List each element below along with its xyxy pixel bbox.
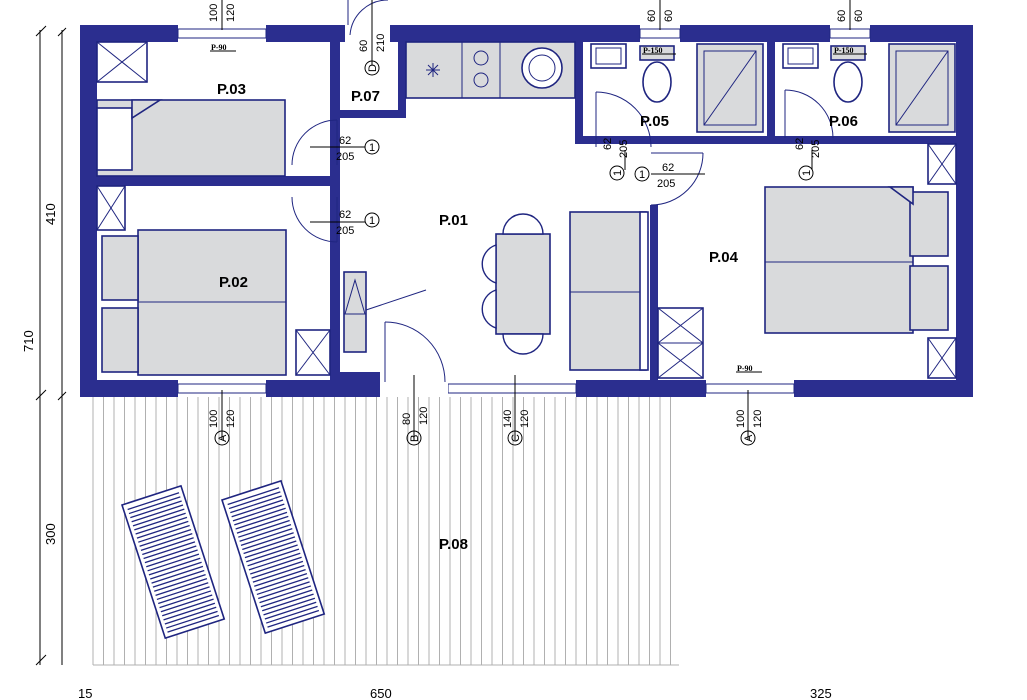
bot-c-height: 120 (519, 410, 531, 428)
room-label-p04: P.04 (709, 249, 739, 266)
door3-width: 62 (602, 138, 614, 150)
bed-p04 (764, 186, 949, 334)
water-heater (343, 271, 427, 353)
dim-710: 710 (21, 330, 36, 352)
bed-p03 (96, 99, 286, 177)
room-label-p05: P.05 (640, 113, 669, 130)
room-label-p01: P.01 (439, 212, 468, 229)
bed-p02 (101, 229, 287, 376)
window-tags: P-90 P-150 P-150 P-90 (210, 43, 867, 373)
door-d-height: 210 (375, 34, 387, 52)
bot-a2-height: 120 (752, 410, 764, 428)
marker-1a: 1 (369, 142, 375, 154)
markers: A B C A D 1 1 1 1 1 (214, 60, 814, 446)
marker-d: D (367, 64, 379, 72)
door-d-width: 60 (358, 40, 370, 52)
sun-lounger-1 (120, 484, 226, 640)
wardrobes (96, 41, 957, 379)
dim-650: 650 (370, 686, 392, 700)
marker-c: C (510, 434, 522, 442)
bot-b-width: 80 (401, 413, 413, 425)
door5-height: 205 (810, 140, 822, 158)
dim-410: 410 (43, 203, 58, 225)
top-window-width: 100 (208, 4, 220, 22)
marker-a-left: A (217, 434, 229, 442)
top-window-height: 120 (225, 4, 237, 22)
dining-table (481, 213, 551, 355)
room-label-p08: P.08 (439, 536, 468, 553)
door1-height: 205 (336, 151, 354, 163)
interior-walls (97, 42, 956, 380)
sofa (569, 211, 649, 371)
dim-300: 300 (43, 523, 58, 545)
door5-width: 62 (794, 138, 806, 150)
marker-b: B (409, 435, 421, 442)
room-label-p06: P.06 (829, 113, 858, 130)
dim-325: 325 (810, 686, 832, 700)
bath2-height: 60 (853, 10, 865, 22)
door2-width: 62 (339, 209, 351, 221)
bot-a-height: 120 (225, 410, 237, 428)
room-label-p07: P.07 (351, 88, 380, 105)
bot-a-width: 100 (208, 410, 220, 428)
dim-15: 15 (78, 686, 92, 700)
marker-1b: 1 (369, 215, 375, 227)
tag-bath2: P-150 (834, 46, 854, 55)
doors (291, 0, 834, 383)
bath1-width: 60 (646, 10, 658, 22)
door1-width: 62 (339, 135, 351, 147)
bot-a2-width: 100 (735, 410, 747, 428)
room-labels: P.01 P.02 P.03 P.04 P.05 P.06 P.07 P.08 (217, 81, 858, 553)
marker-1e: 1 (801, 170, 813, 176)
tag-bath1: P-150 (643, 46, 663, 55)
room-label-p03: P.03 (217, 81, 246, 98)
tag-bottom-right: P-90 (737, 364, 753, 373)
room-label-p02: P.02 (219, 274, 248, 291)
marker-1c: 1 (612, 170, 624, 176)
tag-top-left: P-90 (211, 43, 227, 52)
sun-lounger-2 (220, 479, 326, 635)
bath1-height: 60 (663, 10, 675, 22)
door2-height: 205 (336, 225, 354, 237)
bot-c-width: 140 (502, 410, 514, 428)
door4-height: 205 (657, 178, 675, 190)
star-icon (426, 63, 440, 77)
marker-a-right: A (743, 434, 755, 442)
door3-height: 205 (618, 140, 630, 158)
bath-fixtures (590, 43, 956, 133)
bath2-width: 60 (836, 10, 848, 22)
marker-1d: 1 (639, 169, 645, 181)
bot-b-height: 120 (418, 407, 430, 425)
dimension-texts: 410 710 300 15 650 325 100 120 60 210 60… (21, 4, 865, 700)
door4-width: 62 (662, 162, 674, 174)
dimension-lines (35, 0, 851, 666)
